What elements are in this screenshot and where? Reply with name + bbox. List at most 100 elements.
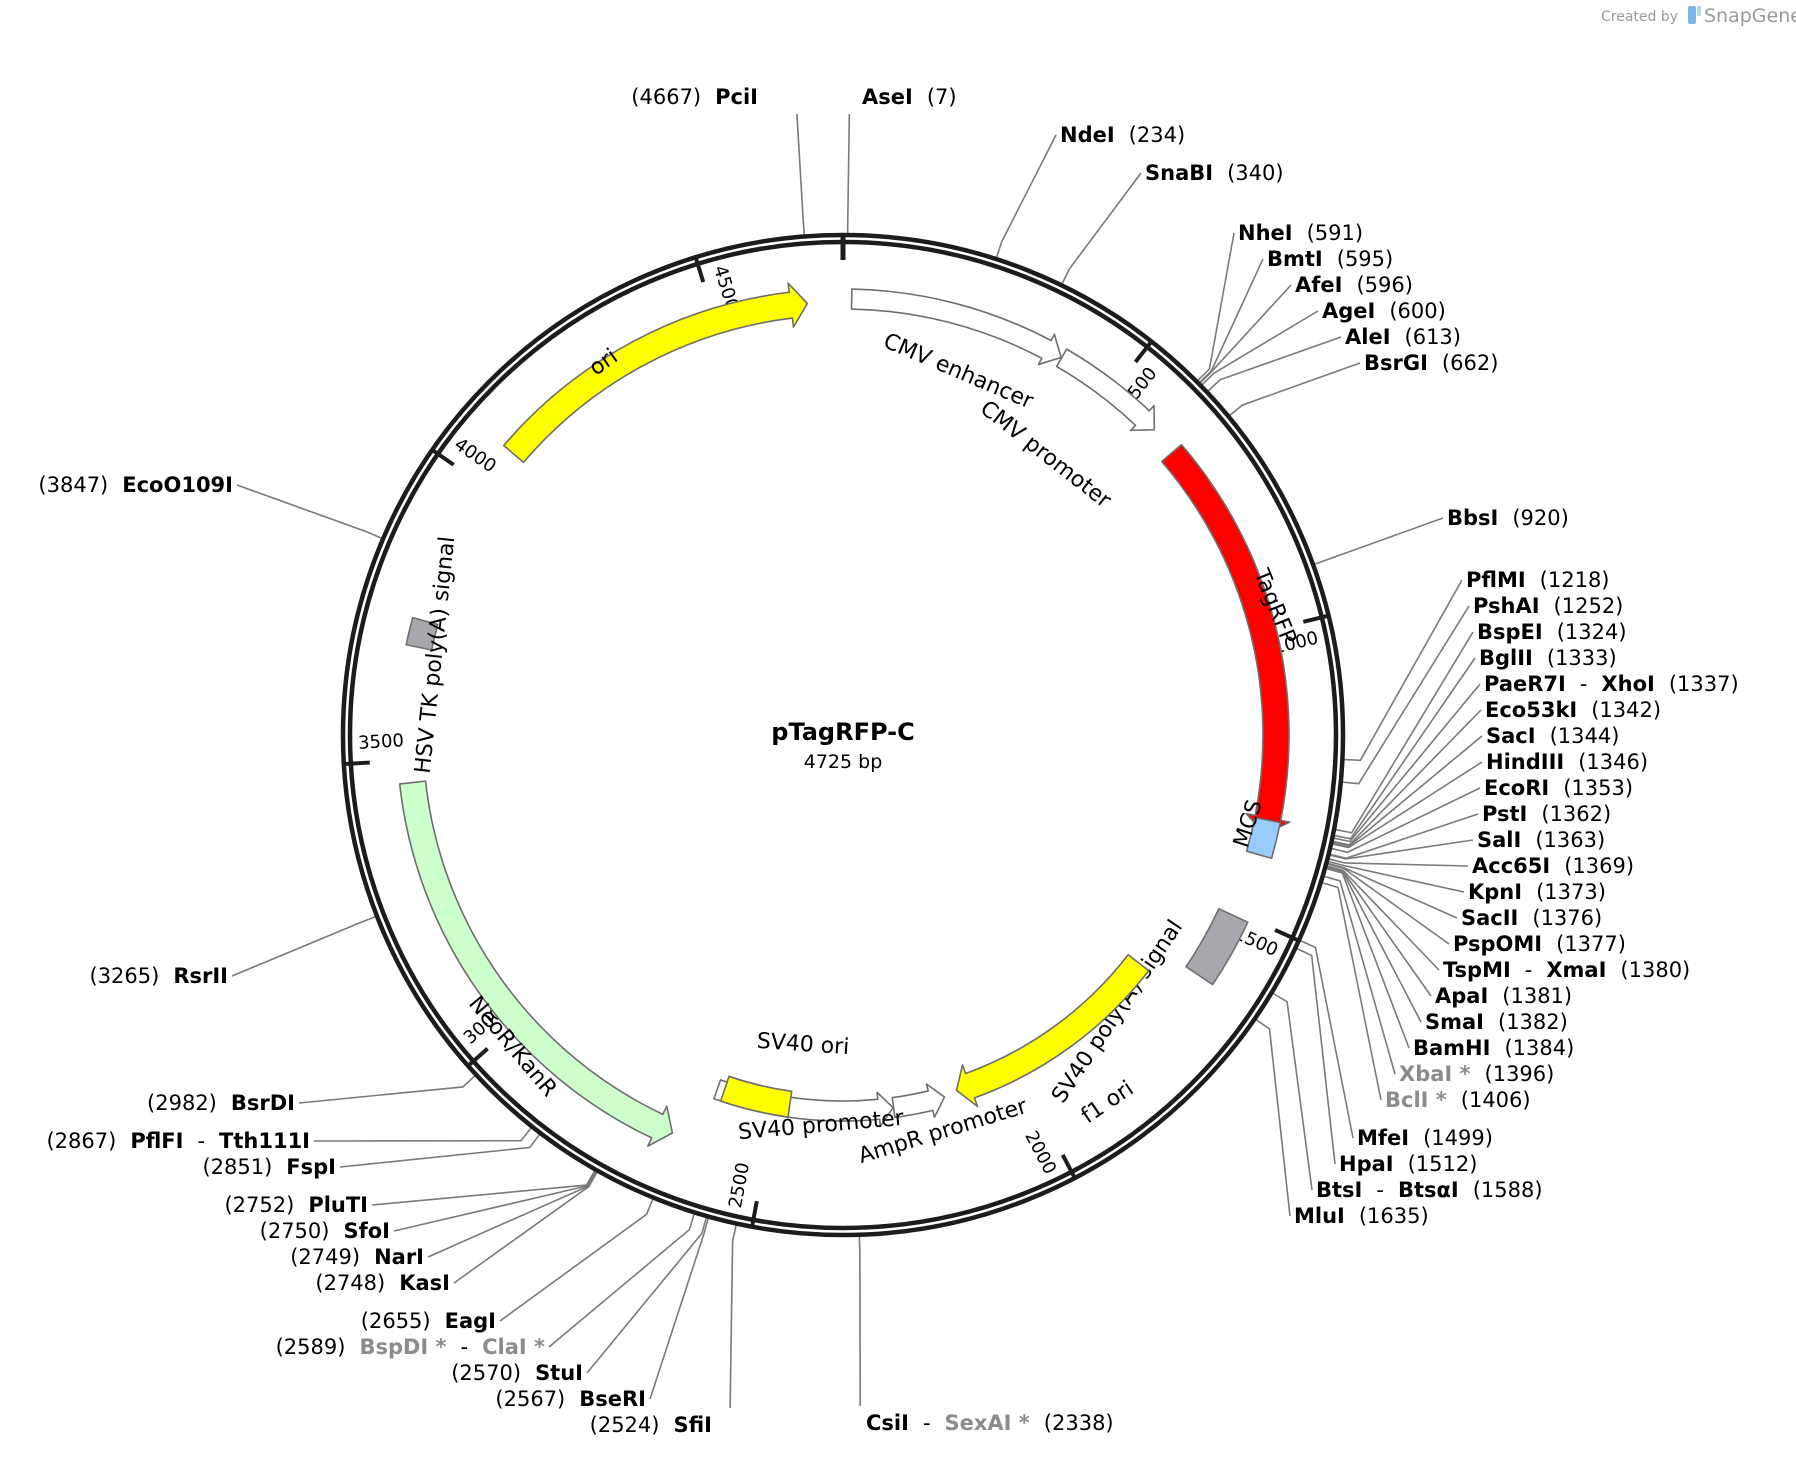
site-bspdi[interactable]: (2589)BspDI *-ClaI * <box>276 1335 545 1359</box>
site-agei[interactable]: AgeI(600) <box>1322 299 1446 323</box>
site-mfei[interactable]: MfeI(1499) <box>1357 1126 1493 1150</box>
feature-neor-kanr[interactable]: NeoR/KanR <box>398 780 674 1147</box>
feature-f1-ori[interactable]: f1 ori <box>955 953 1150 1129</box>
site-position: (1499) <box>1423 1126 1493 1150</box>
site-acc65i[interactable]: Acc65I(1369) <box>1472 854 1634 878</box>
feature-shape[interactable] <box>1160 443 1291 835</box>
site-position: (2567) <box>495 1387 565 1411</box>
site-snabi[interactable]: SnaBI(340) <box>1145 161 1284 185</box>
site-bsrdi[interactable]: (2982)BsrDI <box>147 1091 295 1115</box>
tick-mark-1000 <box>1302 613 1329 624</box>
feature-shape[interactable] <box>405 616 439 651</box>
feature-label: SV40 poly(A) signal <box>1047 916 1188 1108</box>
site-mlui[interactable]: MluI(1635) <box>1294 1204 1429 1228</box>
site-enzyme-name: EcoO109I <box>122 473 233 497</box>
leader-line <box>1340 605 1470 785</box>
site-smai[interactable]: SmaI(1382) <box>1425 1010 1568 1034</box>
site-sfoi[interactable]: (2750)SfoI <box>260 1219 390 1243</box>
site-afei[interactable]: AfeI(596) <box>1295 273 1413 297</box>
site-hpai[interactable]: HpaI(1512) <box>1339 1152 1477 1176</box>
site-nhei[interactable]: NheI(591) <box>1238 221 1363 245</box>
feature-shape[interactable] <box>1055 348 1156 432</box>
site-fspi[interactable]: (2851)FspI <box>202 1155 336 1179</box>
site-position: (1588) <box>1473 1178 1543 1202</box>
site-bmti[interactable]: BmtI(595) <box>1267 247 1393 271</box>
site-pflfi[interactable]: (2867)PflFI-Tth111I <box>46 1129 310 1153</box>
feature-shape[interactable] <box>719 1075 793 1118</box>
site-pspomi[interactable]: PspOMI(1377) <box>1453 932 1626 956</box>
site-enzyme-name: BmtI <box>1267 247 1323 271</box>
site-saci[interactable]: SacI(1344) <box>1486 724 1619 748</box>
site-bseri[interactable]: (2567) BseRI <box>495 1387 646 1411</box>
feature-shape[interactable] <box>502 282 809 464</box>
site-bcli[interactable]: BclI *(1406) <box>1385 1088 1531 1112</box>
site-eagi[interactable]: (2655)EagI <box>361 1309 496 1333</box>
site-eco53ki[interactable]: Eco53kI(1342) <box>1485 698 1661 722</box>
feature-shape[interactable] <box>955 953 1150 1108</box>
feature-shape[interactable] <box>1185 907 1249 986</box>
site-hindiii[interactable]: HindIII(1346) <box>1486 750 1648 774</box>
leader-line <box>1331 709 1482 846</box>
feature-hsv-tk-poly-a-signal[interactable]: HSV TK poly(A) signal <box>405 535 460 775</box>
leader-line <box>1196 232 1235 383</box>
site-position: (2750) <box>260 1219 330 1243</box>
site-bsrgi[interactable]: BsrGI(662) <box>1364 351 1498 375</box>
leader-line <box>1329 787 1481 854</box>
site-ecori[interactable]: EcoRI(1353) <box>1484 776 1633 800</box>
site-enzyme-name: BsrGI <box>1364 351 1428 375</box>
site-stui[interactable]: (2570)StuI <box>451 1361 583 1385</box>
site-pcii[interactable]: (4667)PciI <box>631 85 758 109</box>
site-pshai[interactable]: PshAI(1252) <box>1473 594 1623 618</box>
leader-line <box>1298 939 1354 1139</box>
site-position: (1396) <box>1485 1062 1555 1086</box>
feature-label: f1 ori <box>1077 1076 1139 1129</box>
site-pflmi[interactable]: PflMI(1218) <box>1466 568 1610 592</box>
site-nari[interactable]: (2749)NarI <box>290 1245 424 1269</box>
site-enzyme-name: BamHI <box>1413 1036 1490 1060</box>
site-enzyme-name: PaeR7I <box>1484 672 1566 696</box>
feature-shape[interactable] <box>850 288 1062 366</box>
feature-shape[interactable] <box>1245 816 1282 860</box>
site-csii[interactable]: CsiI-SexAI *(2338) <box>866 1411 1114 1435</box>
site-alei[interactable]: AleI(613) <box>1345 325 1461 349</box>
site-bspei[interactable]: BspEI(1324) <box>1477 620 1627 644</box>
site-enzyme-name: SacI <box>1486 724 1536 748</box>
leader-line <box>393 1169 598 1232</box>
site-paer7i[interactable]: PaeR7I-XhoI(1337) <box>1484 672 1739 696</box>
site-apai[interactable]: ApaI(1381) <box>1435 984 1572 1008</box>
site-enzyme-name: PspOMI <box>1453 932 1542 956</box>
site-position: (3265) <box>90 964 160 988</box>
leader-line <box>1322 875 1396 1075</box>
feature-cmv-enhancer[interactable]: CMV enhancer <box>850 288 1062 415</box>
feature-ori[interactable]: ori <box>502 282 809 464</box>
site-sali[interactable]: SalI(1363) <box>1477 828 1605 852</box>
site-sfii[interactable]: (2524)SfiI <box>590 1413 712 1437</box>
site-enzyme-name: CsiI <box>866 1411 909 1435</box>
site-eco0109i[interactable]: (3847)EcoO109I <box>38 473 233 497</box>
site-psti[interactable]: PstI(1362) <box>1482 802 1611 826</box>
site-bamhi[interactable]: BamHI(1384) <box>1413 1036 1574 1060</box>
site-position: (1333) <box>1547 646 1617 670</box>
leader-line <box>729 1223 738 1409</box>
site-kasi[interactable]: (2748)KasI <box>315 1271 450 1295</box>
center-label: pTagRFP-C 4725 bp <box>771 718 914 773</box>
site-enzyme-name: BseRI <box>579 1387 646 1411</box>
leader-line <box>1328 839 1474 860</box>
site-sacii[interactable]: SacII(1376) <box>1461 906 1602 930</box>
site-btsi[interactable]: BtsI-BtsαI(1588) <box>1316 1178 1543 1202</box>
site-bbsi[interactable]: BbsI(920) <box>1447 506 1569 530</box>
site-bglii[interactable]: BglII(1333) <box>1479 646 1617 670</box>
site-enzyme-name: AfeI <box>1295 273 1342 297</box>
site-tspmi[interactable]: TspMI-XmaI(1380) <box>1443 958 1690 982</box>
site-enzyme-name: FspI <box>286 1155 336 1179</box>
feature-shape[interactable] <box>398 780 674 1147</box>
site-xbai[interactable]: XbaI *(1396) <box>1399 1062 1554 1086</box>
site-kpni[interactable]: KpnI(1373) <box>1468 880 1606 904</box>
site-ndei[interactable]: NdeI(234) <box>1060 123 1185 147</box>
site-rsrii[interactable]: (3265)RsrII <box>90 964 229 988</box>
site-pluti[interactable]: (2752)PluTI <box>224 1193 368 1217</box>
site-position: (1369) <box>1564 854 1634 878</box>
site-asei[interactable]: AseI(7) <box>862 85 957 109</box>
site-enzyme-name: BspDI * <box>359 1335 446 1359</box>
feature-cmv-promoter[interactable]: CMV promoter <box>975 348 1156 514</box>
